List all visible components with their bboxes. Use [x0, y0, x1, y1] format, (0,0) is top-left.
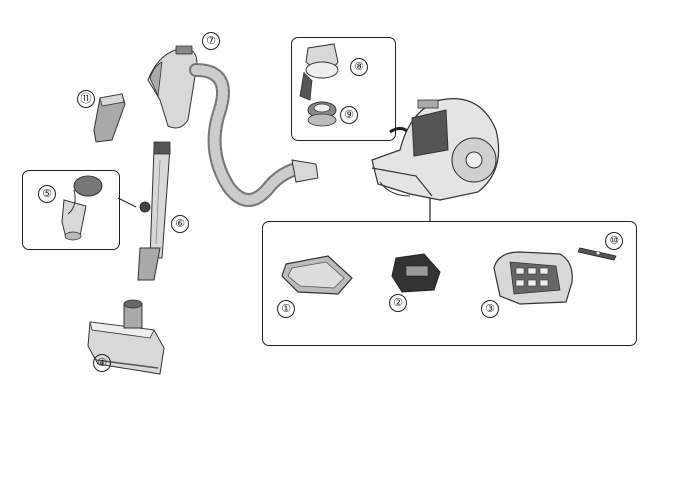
strip-part-10 [577, 247, 617, 261]
callout-5: ⑤ [38, 185, 56, 203]
flat-filter-1 [281, 255, 353, 295]
callout-7: ⑦ [202, 32, 220, 50]
callout-9: ⑨ [340, 106, 358, 124]
hose-with-handle-7 [147, 45, 319, 207]
dusting-brush-5 [61, 175, 103, 241]
callout-11: ⑪ [77, 90, 95, 108]
vacuum-main-body [371, 98, 500, 201]
crevice-tool-11 [93, 93, 126, 143]
callout-6: ⑥ [171, 215, 189, 233]
filter-ring-9 [307, 101, 337, 127]
callout-2: ② [389, 294, 407, 312]
callout-3: ③ [481, 300, 499, 318]
box-accessory-5 [22, 170, 120, 250]
floor-nozzle-4 [87, 299, 165, 375]
filter-housing-3 [493, 251, 573, 305]
callout-1: ① [277, 300, 295, 318]
telescopic-wand-6 [137, 141, 171, 281]
callout-10: ⑩ [605, 232, 623, 250]
box-filters-1-3-10 [262, 221, 637, 346]
cyclone-cap-8 [299, 43, 339, 101]
callout-8: ⑧ [350, 58, 368, 76]
box-parts-8-9 [291, 37, 396, 141]
callout-4: ④ [93, 354, 111, 372]
foam-filter-2 [391, 253, 441, 293]
connector-line-5 [117, 197, 137, 208]
